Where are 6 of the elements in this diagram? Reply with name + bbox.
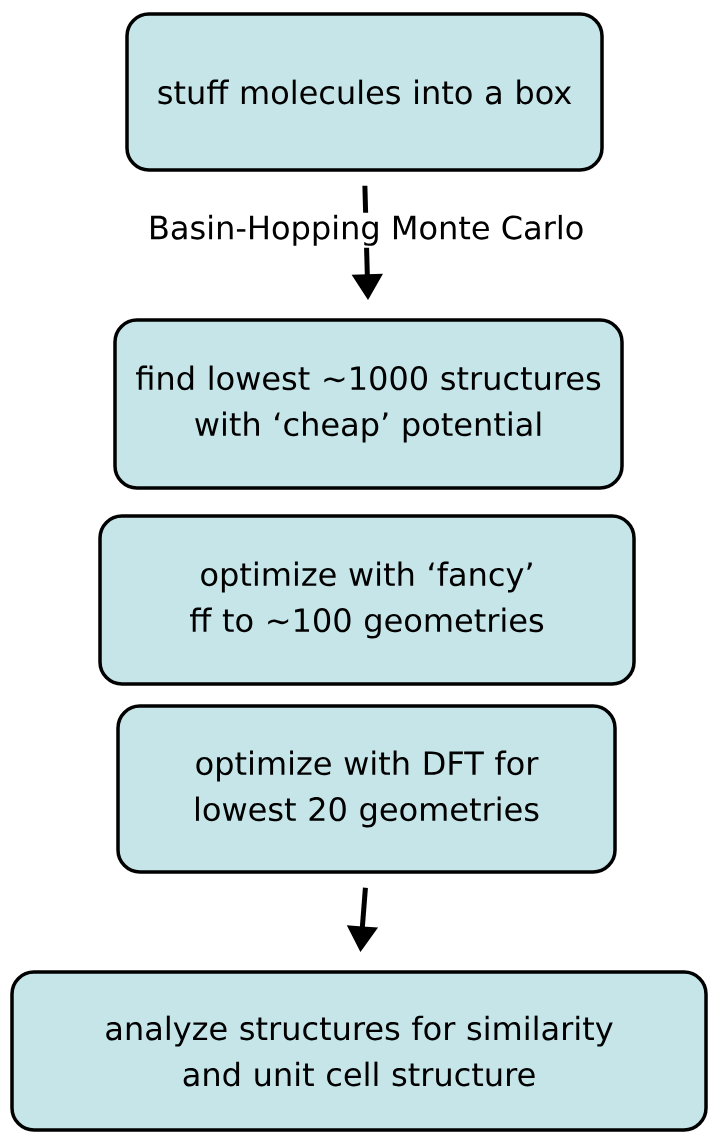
edge-label: Basin-Hopping Monte Carlo bbox=[145, 212, 587, 248]
process-box: optimize with DFT for lowest 20 geometries bbox=[116, 704, 617, 874]
process-box: stuff molecules into a box bbox=[125, 12, 604, 172]
process-box: analyze structures for similarity and unit cell structure bbox=[10, 970, 708, 1132]
process-box: optimize with ‘fancy’ ff to ~100 geometries bbox=[98, 514, 636, 686]
process-box: find lowest ~1000 structures with ‘cheap’ potential bbox=[113, 318, 624, 490]
